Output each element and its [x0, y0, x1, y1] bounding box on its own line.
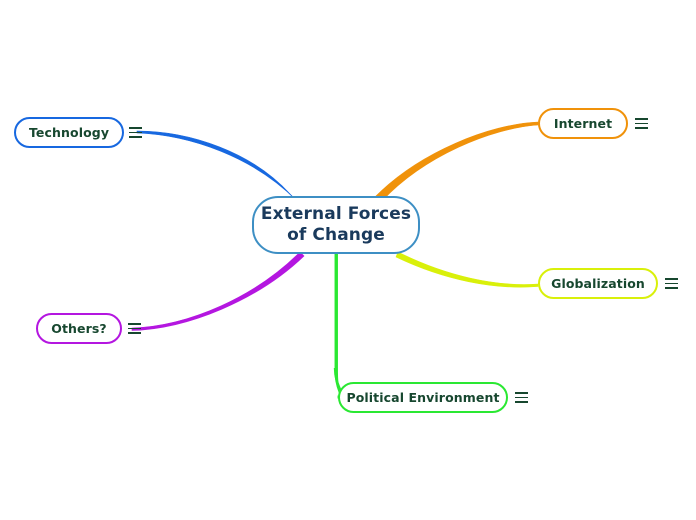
connector-globalization: [395, 251, 539, 288]
hamburger-icon-internet[interactable]: [635, 118, 648, 129]
connector-internet: [375, 121, 539, 202]
connector-others: [131, 251, 305, 331]
node-others[interactable]: Others?: [36, 313, 122, 344]
hamburger-icon-technology[interactable]: [129, 127, 142, 138]
node-political-environment[interactable]: Political Environment: [338, 382, 508, 413]
node-technology[interactable]: Technology: [14, 117, 124, 148]
node-internet[interactable]: Internet: [538, 108, 628, 139]
node-label-technology: Technology: [28, 125, 110, 140]
hamburger-icon-globalization[interactable]: [665, 278, 678, 289]
hamburger-icon-political-environment[interactable]: [515, 392, 528, 403]
connector-technology: [136, 130, 297, 201]
node-label-internet: Internet: [553, 116, 613, 131]
node-globalization[interactable]: Globalization: [538, 268, 658, 299]
node-label-political-environment: Political Environment: [346, 390, 500, 405]
node-label-globalization: Globalization: [551, 276, 645, 291]
node-label-others: Others?: [51, 321, 107, 336]
hamburger-icon-others[interactable]: [128, 323, 141, 334]
